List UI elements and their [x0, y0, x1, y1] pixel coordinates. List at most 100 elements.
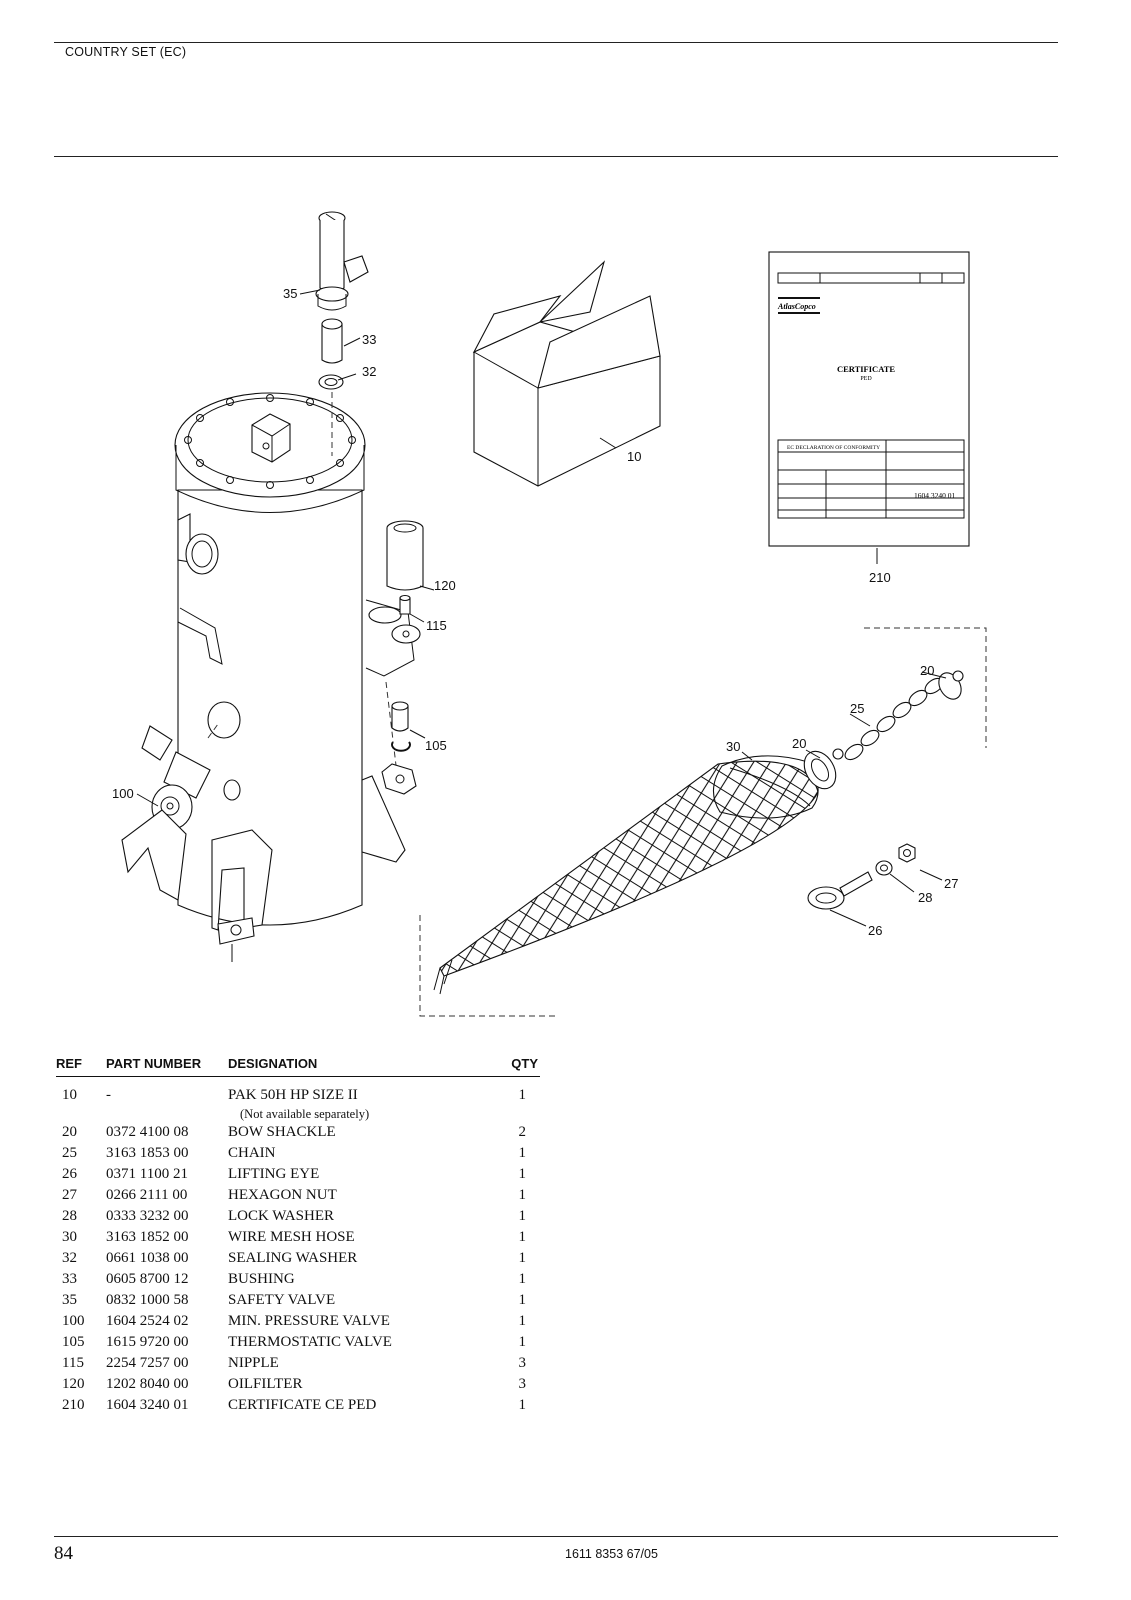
certificate-title: CERTIFICATE [837, 364, 895, 374]
parts-table-header-row: REF PART NUMBER DESIGNATION QTY [56, 1056, 540, 1077]
row-part-number: 0372 4100 08 [106, 1124, 189, 1140]
callout-20-top: 20 [920, 663, 934, 678]
table-row: 10 - PAK 50H HP SIZE II 1 [56, 1077, 540, 1107]
row-ref: 26 [62, 1166, 77, 1182]
parts-list-table: REF PART NUMBER DESIGNATION QTY 10 - PAK… [56, 1056, 540, 1416]
header-ref: REF [56, 1056, 106, 1077]
row-qty: 1 [518, 1271, 527, 1287]
row-part-number: 0333 3232 00 [106, 1208, 189, 1224]
row-qty: 1 [518, 1145, 527, 1161]
row-designation: LOCK WASHER [228, 1208, 334, 1224]
row-part-number: 1604 3240 01 [106, 1397, 189, 1413]
certificate-declaration: EC DECLARATION OF CONFORMITY [787, 445, 880, 451]
table-row: 115 2254 7257 00 NIPPLE 3 [56, 1353, 540, 1374]
table-row: 32 0661 1038 00 SEALING WASHER 1 [56, 1248, 540, 1269]
table-row-note: (Not available separately) [56, 1106, 540, 1122]
callout-105: 105 [425, 738, 447, 753]
row-qty: 2 [518, 1124, 527, 1140]
footer-rule [54, 1536, 1058, 1537]
row-ref: 105 [62, 1334, 85, 1350]
row-qty: 1 [518, 1229, 527, 1245]
row-part-number: 1615 9720 00 [106, 1334, 189, 1350]
lifting-kit [419, 627, 987, 1017]
row-qty: 1 [518, 1334, 527, 1350]
row-qty: 1 [518, 1087, 527, 1103]
table-row: 25 3163 1853 00 CHAIN 1 [56, 1143, 540, 1164]
row-designation: WIRE MESH HOSE [228, 1229, 355, 1245]
row-ref: 120 [62, 1376, 85, 1392]
row-designation: MIN. PRESSURE VALVE [228, 1313, 390, 1329]
oilfilter-part [386, 520, 424, 591]
callout-26: 26 [868, 923, 882, 938]
table-row: 210 1604 3240 01 CERTIFICATE CE PED 1 [56, 1395, 540, 1416]
row-qty: 1 [518, 1187, 527, 1203]
row-part-number: 1202 8040 00 [106, 1376, 189, 1392]
table-row: 105 1615 9720 00 THERMOSTATIC VALVE 1 [56, 1332, 540, 1353]
row-qty: 1 [518, 1166, 527, 1182]
callout-28: 28 [918, 890, 932, 905]
certificate-document: AtlasCopco CERTIFICATE PED EC DECLARATIO… [768, 251, 970, 564]
row-designation: LIFTING EYE [228, 1166, 320, 1182]
pak-box-part [472, 260, 661, 487]
hexagon-nut-part [898, 843, 916, 863]
row-qty: 1 [518, 1292, 527, 1308]
row-designation: CHAIN [228, 1145, 276, 1161]
row-designation: SAFETY VALVE [228, 1292, 336, 1308]
row-part-number: 0266 2111 00 [106, 1187, 188, 1203]
callout-20-lower: 20 [792, 736, 806, 751]
row-ref: 32 [62, 1250, 77, 1266]
row-designation: CERTIFICATE CE PED [228, 1397, 377, 1413]
document-number: 1611 8353 67/05 [565, 1547, 658, 1561]
row-designation: BOW SHACKLE [228, 1124, 336, 1140]
row-ref: 27 [62, 1187, 77, 1203]
table-row: 20 0372 4100 08 BOW SHACKLE 2 [56, 1122, 540, 1143]
lock-washer-part [875, 860, 893, 876]
chain-part [844, 677, 944, 761]
row-designation: BUSHING [228, 1271, 295, 1287]
table-row: 35 0832 1000 58 SAFETY VALVE 1 [56, 1290, 540, 1311]
bushing-part [321, 318, 343, 364]
header-designation: DESIGNATION [228, 1056, 494, 1077]
nipple-part [399, 594, 411, 615]
row-designation: HEXAGON NUT [228, 1187, 337, 1203]
row-ref: 20 [62, 1124, 77, 1140]
header-top-rule [54, 42, 1058, 43]
header-title: COUNTRY SET (EC) [65, 45, 187, 59]
row-ref: 33 [62, 1271, 77, 1287]
row-part-number: 1604 2524 02 [106, 1313, 189, 1329]
callout-30: 30 [726, 739, 740, 754]
callout-210: 210 [869, 570, 891, 585]
row-qty: 1 [518, 1208, 527, 1224]
row-ref: 35 [62, 1292, 77, 1308]
row-designation: SEALING WASHER [228, 1250, 358, 1266]
callout-numbers: 35 33 32 100 10 120 115 105 210 20 25 20… [112, 286, 958, 938]
row-part-number: 3163 1852 00 [106, 1229, 189, 1245]
row-note: (Not available separately) [240, 1106, 370, 1121]
lifting-eye-part [807, 871, 873, 910]
row-ref: 100 [62, 1313, 85, 1329]
row-qty: 3 [518, 1376, 527, 1392]
callout-25: 25 [850, 701, 864, 716]
row-part-number: 0661 1038 00 [106, 1250, 189, 1266]
safety-valve-part [315, 211, 369, 311]
row-ref: 115 [62, 1355, 84, 1371]
row-part-number: 0371 1100 21 [106, 1166, 188, 1182]
row-part-number: 3163 1853 00 [106, 1145, 189, 1161]
row-ref: 210 [62, 1397, 85, 1413]
row-designation: THERMOSTATIC VALVE [228, 1334, 392, 1350]
callout-35: 35 [283, 286, 297, 301]
table-row: 33 0605 8700 12 BUSHING 1 [56, 1269, 540, 1290]
row-ref: 30 [62, 1229, 77, 1245]
header-bottom-rule [54, 156, 1058, 157]
callout-27: 27 [944, 876, 958, 891]
row-part-number: 2254 7257 00 [106, 1355, 189, 1371]
header-part-number: PART NUMBER [106, 1056, 228, 1077]
row-part-number: - [106, 1087, 111, 1103]
callout-10: 10 [627, 449, 641, 464]
table-row: 26 0371 1100 21 LIFTING EYE 1 [56, 1164, 540, 1185]
table-row: 120 1202 8040 00 OILFILTER 3 [56, 1374, 540, 1395]
callout-32: 32 [362, 364, 376, 379]
certificate-subtitle: PED [860, 376, 872, 382]
callout-100: 100 [112, 786, 134, 801]
callout-33: 33 [362, 332, 376, 347]
